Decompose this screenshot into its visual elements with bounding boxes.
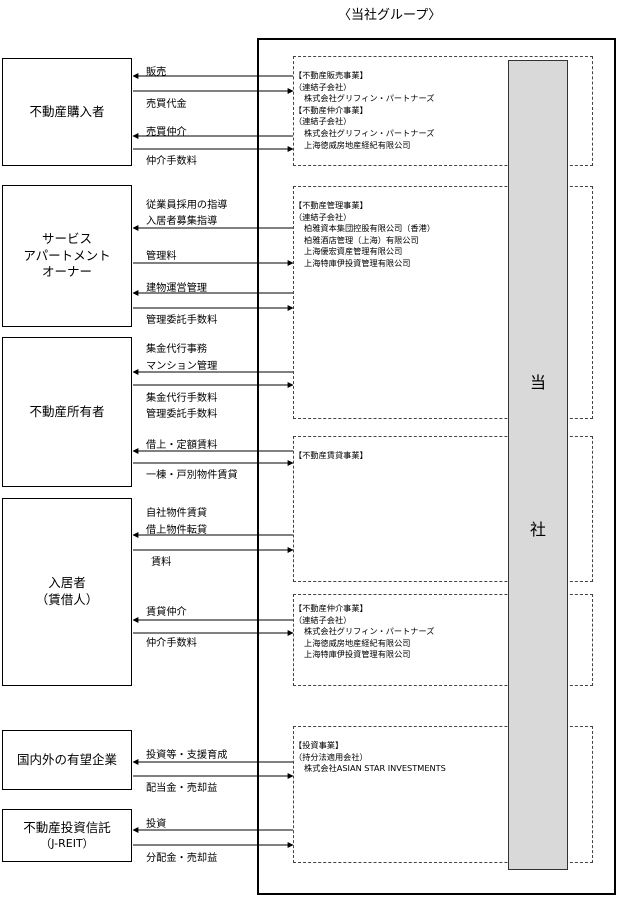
- segment-box-leasing: [293, 436, 593, 582]
- group-title: 〈当社グループ〉: [338, 8, 442, 23]
- party-reit: 不動産投資信託 （J-REIT）: [2, 809, 132, 862]
- flow-label: 仲介手数料: [146, 638, 197, 649]
- segment-text-sales: 【不動産販売事業】 （連結子会社） 株式会社グリフィン・パートナーズ 【不動産仲…: [294, 70, 434, 151]
- group-boundary: [257, 38, 616, 895]
- segment-company: 株式会社ASIAN STAR INVESTMENTS: [304, 763, 446, 774]
- segment-company: 上海特庫伊投資管理有限公司: [304, 257, 411, 268]
- flow-label: 投資: [146, 819, 167, 830]
- flow-label: 売買代金: [146, 99, 187, 110]
- segment-heading: 【投資事業】: [294, 740, 344, 750]
- party-label: オーナー: [41, 264, 92, 280]
- flow-label: 管理委託手数料: [146, 315, 218, 326]
- party-promising-enterprise: 国内外の有望企業: [2, 730, 132, 790]
- party-label: 不動産所有者: [29, 403, 105, 419]
- party-label: アパートメント: [23, 247, 111, 263]
- party-serviced-apartment-owner: サービス アパートメント オーナー: [2, 185, 132, 327]
- segment-company: 上海徳威房地産経紀有限公司: [304, 139, 411, 150]
- segment-heading: 【不動産販売事業】: [294, 70, 368, 80]
- flow-label: 自社物件賃貸: [146, 508, 208, 519]
- flow-label: 入居者募集指導: [146, 216, 218, 227]
- segment-heading: 【不動産仲介事業】: [294, 104, 368, 115]
- party-label: 不動産購入者: [29, 103, 105, 119]
- party-label: （賃借人）: [35, 592, 99, 607]
- flow-label: 仲介手数料: [146, 156, 197, 167]
- party-label: サービス: [41, 230, 92, 246]
- flow-label: 従業員採用の指導: [146, 200, 228, 211]
- flow-label: マンション管理: [146, 361, 218, 372]
- flow-label: 集金代行事務: [146, 344, 208, 355]
- flow-label: 分配金・売却益: [146, 853, 218, 864]
- flow-label: 賃貸仲介: [146, 607, 187, 618]
- flow-label: 集金代行手数料: [146, 393, 218, 404]
- segment-heading: 【不動産管理事業】: [294, 200, 368, 210]
- flow-label: 一棟・戸別物件賃貸: [146, 470, 238, 481]
- segment-heading: 【不動産賃貸事業】: [294, 450, 368, 460]
- segment-box-sales: [293, 56, 593, 166]
- segment-subheading: （連結子会社）: [294, 211, 352, 222]
- segment-company: 上海特庫伊投資管理有限公司: [304, 649, 411, 660]
- flow-label: 借上物件転貸: [146, 525, 208, 536]
- segment-subheading: （連結子会社）: [294, 614, 352, 625]
- segment-text-investment: 【投資事業】 （持分法適用会社） 株式会社ASIAN STAR INVESTME…: [294, 740, 446, 775]
- segment-box-brokerage: [293, 594, 593, 686]
- segment-company: 上海優宏資産管理有限公司: [304, 246, 403, 257]
- flow-label: 管理委託手数料: [146, 409, 218, 420]
- segment-text-leasing: 【不動産賃貸事業】: [294, 450, 368, 462]
- company-char: 社: [529, 520, 546, 539]
- segment-company: 柏雅酒店管理（上海）有限公司: [304, 234, 419, 245]
- segment-heading: 【不動産仲介事業】: [294, 603, 368, 613]
- party-label: 不動産投資信託: [23, 819, 111, 835]
- party-label: 入居者: [48, 575, 86, 591]
- flow-label: 管理料: [146, 251, 177, 262]
- segment-subheading: （連結子会社）: [294, 81, 352, 92]
- segment-text-management: 【不動産管理事業】 （連結子会社） 柏雅資本集団控股有限公司（香港） 柏雅酒店管…: [294, 200, 435, 270]
- party-property-buyer: 不動産購入者: [2, 58, 132, 166]
- segment-text-brokerage: 【不動産仲介事業】 （連結子会社） 株式会社グリフィン・パートナーズ 上海徳威房…: [294, 603, 434, 661]
- company-char: 当: [529, 373, 546, 392]
- segment-company: 株式会社グリフィン・パートナーズ: [304, 127, 435, 138]
- flow-label: 借上・定額賃料: [146, 440, 218, 451]
- flow-label: 投資等・支援育成: [146, 750, 228, 761]
- flow-label: 賃料: [151, 557, 172, 568]
- segment-subheading: （持分法適用会社）: [294, 751, 368, 762]
- segment-box-investment: [293, 726, 593, 863]
- party-label: （J-REIT）: [40, 836, 94, 850]
- flow-label: 売買仲介: [146, 127, 187, 138]
- segment-subheading: （連結子会社）: [294, 116, 352, 127]
- flow-label: 配当金・売却益: [146, 783, 218, 794]
- flow-label: 販売: [146, 67, 167, 78]
- segment-company: 柏雅資本集団控股有限公司（香港）: [304, 223, 436, 234]
- segment-box-management: [293, 186, 593, 419]
- segment-company: 株式会社グリフィン・パートナーズ: [304, 626, 435, 637]
- segment-company: 株式会社グリフィン・パートナーズ: [304, 93, 435, 104]
- company-bar: 当 社: [508, 60, 568, 870]
- party-label: 国内外の有望企業: [16, 751, 117, 767]
- segment-company: 上海徳威房地産経紀有限公司: [304, 637, 411, 648]
- party-property-owner: 不動産所有者: [2, 337, 132, 487]
- party-tenant: 入居者 （賃借人）: [2, 498, 132, 686]
- flow-label: 建物運営管理: [146, 283, 208, 294]
